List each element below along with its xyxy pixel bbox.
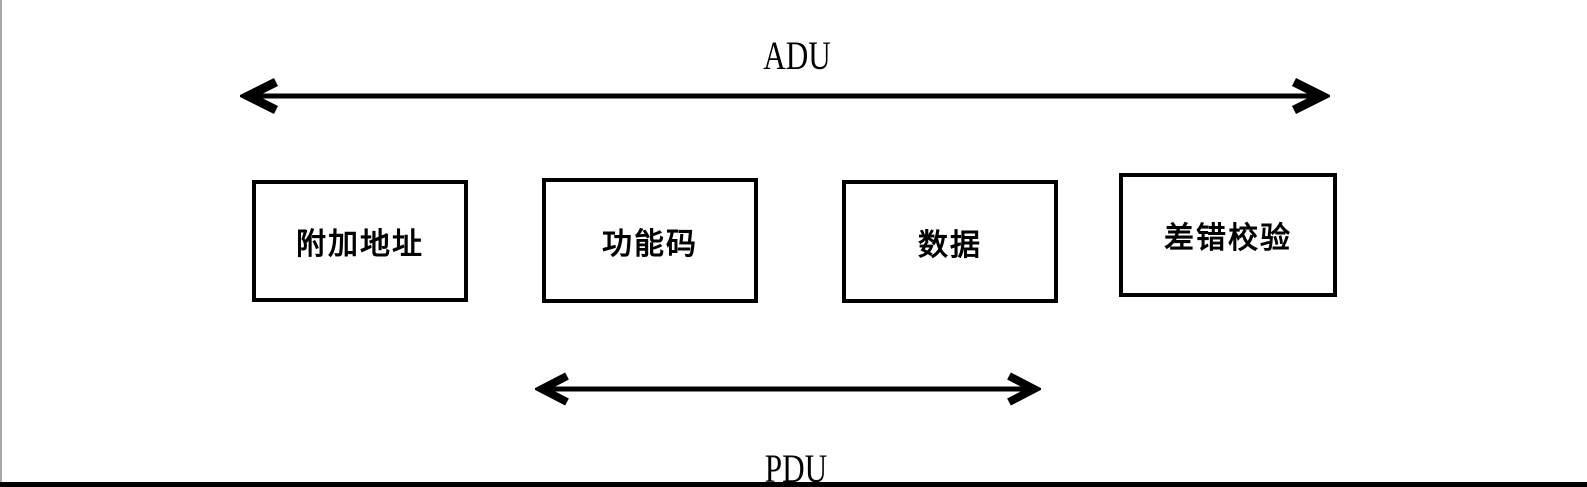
field-label: 差错校验 <box>1164 222 1292 255</box>
field-box-data: 数据 <box>842 180 1058 303</box>
left-edge-divider <box>0 0 2 487</box>
field-label: 数据 <box>918 228 982 262</box>
field-box-function-code: 功能码 <box>542 178 758 303</box>
adu-label: ADU <box>763 33 831 78</box>
adu-double-arrow-icon <box>240 77 1330 115</box>
field-label: 附加地址 <box>296 228 424 261</box>
field-box-error-check: 差错校验 <box>1119 173 1337 297</box>
field-label: 功能码 <box>602 227 698 261</box>
pdu-label: PDU <box>764 446 828 487</box>
pdu-double-arrow-icon <box>535 372 1041 406</box>
bottom-edge-divider <box>0 482 1587 487</box>
field-box-additional-address: 附加地址 <box>252 180 468 302</box>
